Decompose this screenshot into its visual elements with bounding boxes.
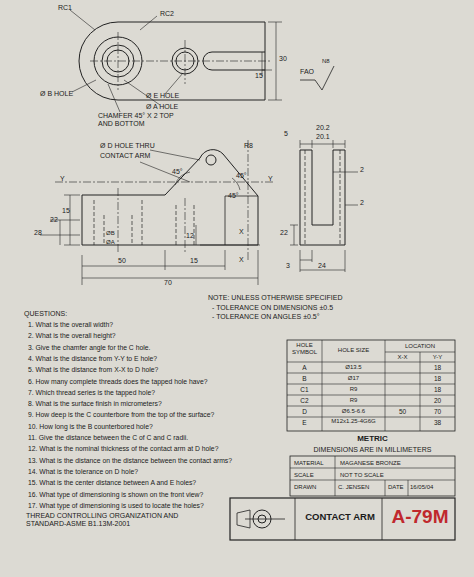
label: DATE — [388, 484, 404, 491]
label: METRIC — [290, 434, 455, 443]
label: Ø13.5 — [322, 364, 385, 371]
label: 24 — [318, 262, 326, 270]
label: Ø E HOLE — [146, 92, 179, 100]
label: Y-Y — [420, 354, 455, 361]
label: 5 — [284, 130, 288, 138]
label: X — [239, 256, 244, 264]
label: R9 — [322, 397, 385, 404]
label: Ø D HOLE THRU — [100, 142, 155, 150]
label: Y — [60, 175, 65, 183]
label: 16. What type of dimensioning is shown o… — [28, 491, 203, 499]
label: X — [239, 228, 244, 236]
label: NOT TO SCALE — [340, 472, 384, 479]
label: 13. What is the distance on the distance… — [28, 457, 232, 465]
label: D — [287, 408, 322, 415]
label: MATERIAL — [294, 460, 324, 467]
label: 10. How long is the B counterbored hole? — [28, 423, 153, 431]
label: THREAD CONTROLLING ORGANIZATION AND STAN… — [26, 512, 206, 528]
label: 18 — [420, 375, 455, 382]
label: 11. Give the distance between the C of C… — [28, 434, 188, 442]
label: C2 — [287, 397, 322, 404]
label: CONTACT ARM — [300, 512, 380, 523]
label: 18 — [420, 364, 455, 371]
label: 15 — [62, 207, 70, 215]
label: 4. What is the distance from Y-Y to E ho… — [28, 355, 157, 363]
label: 50 — [118, 257, 126, 265]
label: 2. What is the overall height? — [28, 332, 116, 340]
label: 14. What is the tolerance on D hole? — [28, 468, 138, 476]
label: A — [287, 364, 322, 371]
label: 45° — [228, 192, 239, 200]
label: NOTE: UNLESS OTHERWISE SPECIFIED — [208, 294, 342, 302]
label: 5. What is the distance from X-X to D ho… — [28, 366, 158, 374]
label: 20.1 — [316, 133, 330, 141]
label: CHAMFER 45° X 2 TOP AND BOTTOM — [98, 112, 178, 128]
label: C1 — [287, 386, 322, 393]
label: 28 — [34, 229, 42, 237]
label: Y — [268, 175, 273, 183]
label: 3. Give the chamfer angle for the C hole… — [28, 344, 150, 352]
label: M12x1.25-4G6G — [322, 418, 385, 425]
label: FAO — [300, 68, 314, 76]
label: 3 — [286, 262, 290, 270]
label: - TOLERANCE ON ANGLES ±0.5° — [212, 313, 320, 321]
label: SCALE — [294, 472, 314, 479]
label: 15. What is the center distance between … — [28, 479, 196, 487]
label: 2 — [360, 166, 364, 174]
label: 38 — [420, 419, 455, 426]
label: RC1 — [58, 4, 72, 12]
label: 18 — [420, 386, 455, 393]
label: Ø17 — [322, 375, 385, 382]
label: 20 — [420, 397, 455, 404]
label: R9 — [322, 386, 385, 393]
label: ØB — [106, 230, 115, 237]
label: DRAWN — [294, 484, 316, 491]
label: 70 — [164, 279, 172, 287]
label: LOCATION — [385, 343, 455, 350]
label: 50 — [385, 408, 420, 415]
label: X-X — [385, 354, 420, 361]
label: CONTACT ARM — [100, 152, 150, 160]
label: HOLE SYMBOL — [287, 342, 322, 356]
label: MAGANESE BRONZE — [340, 460, 401, 467]
label: 6. How many complete threads does the ta… — [28, 378, 207, 386]
label: 2 — [360, 199, 364, 207]
label: 22 — [50, 216, 58, 224]
label: 12. What is the nominal thickness of the… — [28, 445, 218, 453]
label: C. JENSEN — [338, 484, 369, 491]
label: R8 — [244, 142, 253, 150]
label: 22 — [280, 229, 288, 237]
label: 15 — [190, 257, 198, 265]
label: 45° — [236, 172, 247, 180]
label: 1. What is the overall width? — [28, 321, 113, 329]
label: 12 — [186, 232, 194, 240]
label: 8. What is the surface finish in microme… — [28, 400, 162, 408]
label: B — [287, 375, 322, 382]
label: E — [287, 419, 322, 426]
label: 17. What type of dimensioning is used to… — [28, 502, 204, 510]
label: Ø6.5-6.6 — [322, 408, 385, 415]
label: 30 — [279, 55, 287, 63]
label: A-79M — [385, 506, 455, 528]
label: 16/05/04 — [410, 484, 433, 491]
label: 70 — [420, 408, 455, 415]
label: QUESTIONS: — [24, 310, 67, 318]
label: 7. Which thread series is the tapped hol… — [28, 389, 155, 397]
label: - TOLERANCE ON DIMENSIONS ±0.5 — [212, 304, 333, 312]
label: HOLE SIZE — [322, 347, 385, 354]
label: RC2 — [160, 10, 174, 18]
label: 20.2 — [316, 124, 330, 132]
label: Ø B HOLE — [40, 90, 73, 98]
label: 9. How deep is the C counterbore from th… — [28, 411, 214, 419]
label: DIMENSIONS ARE IN MILLIMETERS — [290, 446, 455, 454]
label: 15 — [255, 72, 263, 80]
label: ØA — [106, 239, 115, 246]
label: 45° — [172, 168, 183, 176]
label: N8 — [322, 58, 330, 65]
label: Ø A HOLE — [146, 103, 178, 111]
